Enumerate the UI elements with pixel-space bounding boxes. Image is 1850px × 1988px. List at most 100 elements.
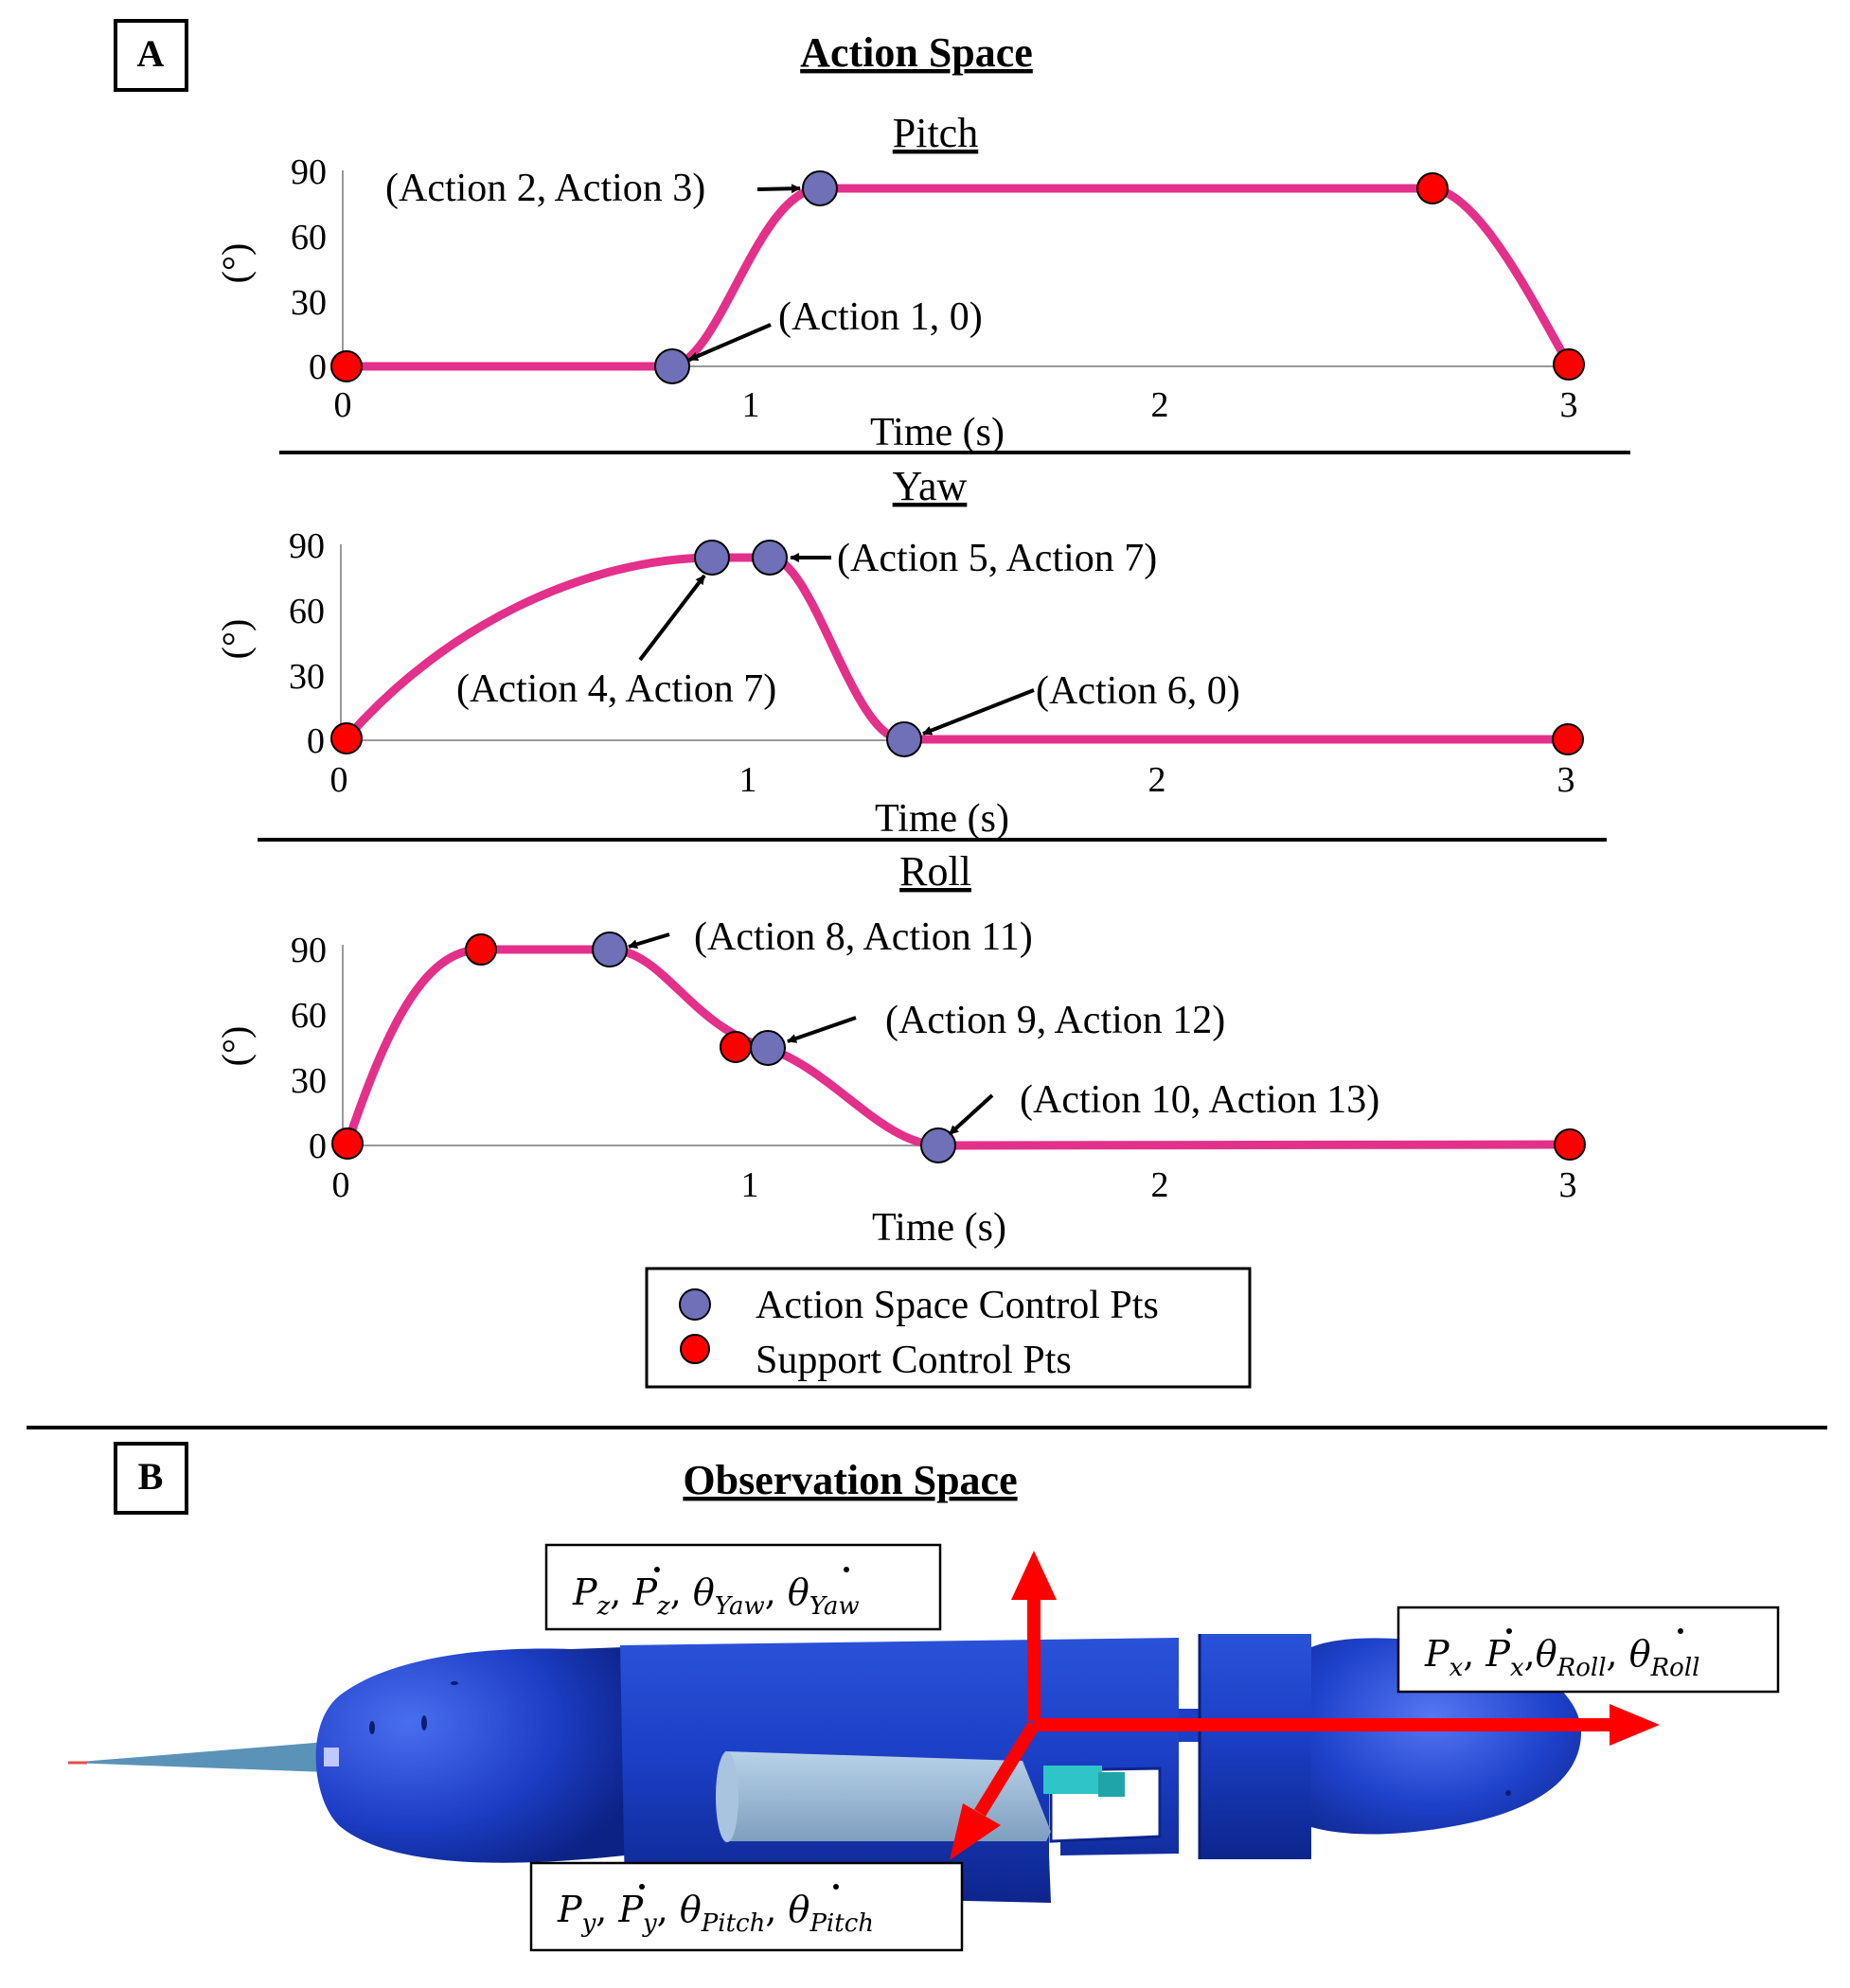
action-control-point [886, 721, 922, 757]
y-tick-label: 30 [289, 657, 325, 697]
aft-section [1200, 1634, 1311, 1859]
chart-title: Roll [899, 848, 971, 895]
nose-port [324, 1748, 339, 1766]
support-control-point [330, 722, 363, 754]
panel-b: B Observation Space [68, 1442, 1780, 1952]
nose-detail [369, 1721, 375, 1734]
support-control-point [1554, 1128, 1586, 1161]
support-control-point [1552, 723, 1584, 755]
annotation-arrow [628, 932, 670, 950]
obs-label-box [544, 1543, 942, 1631]
nose-detail [421, 1715, 427, 1731]
panel-b-label-box [114, 1442, 188, 1515]
x-tick-label: 3 [1557, 760, 1575, 800]
derivative-dot [844, 1567, 849, 1572]
z-axis-arrowhead [1011, 1551, 1057, 1600]
legend-box [645, 1267, 1252, 1389]
obs-label-x: Px, Px,θRoll, θRoll [1396, 1606, 1780, 1694]
annotation-label: (Action 6, 0) [1036, 669, 1240, 713]
annotation-label: (Action 1, 0) [778, 295, 983, 339]
x-tick-label: 3 [1559, 1165, 1577, 1205]
annotation-label: (Action 4, Action 7) [456, 667, 776, 711]
obs-label-z: Pz, Pz, θYaw, θYaw [544, 1543, 942, 1631]
annotation-label: (Action 5, Action 7) [837, 537, 1157, 580]
action-control-point [802, 170, 838, 206]
x-axis-label: Time (s) [872, 1206, 1006, 1250]
body-axes [950, 1551, 1660, 1860]
obs-label-box [529, 1861, 964, 1952]
y-tick-label: 30 [291, 283, 327, 323]
y-tick-label: 90 [291, 931, 327, 970]
x-tick-label: 1 [739, 760, 757, 800]
y-tick-label: 90 [291, 152, 327, 192]
panel-a-label-box [114, 19, 188, 92]
antenna-probe [68, 1742, 327, 1772]
y-tick-label: 90 [289, 526, 325, 566]
sensor-block-small [1098, 1772, 1125, 1797]
annotation-arrow [787, 1016, 857, 1043]
legend-support-label: Support Control Pts [756, 1339, 1072, 1382]
x-tick-label: 1 [742, 385, 760, 425]
panel-a-label: A [137, 32, 165, 75]
y-axis-label: (°) [214, 619, 257, 660]
action-control-point [654, 348, 690, 384]
y-axis-label: (°) [214, 1026, 257, 1067]
y-tick-label: 60 [289, 592, 325, 631]
panel-a: A Action Space Pitch 0 30 60 90 0 1 2 3 … [114, 19, 1630, 1389]
action-control-point [592, 932, 628, 967]
aft-gap [1179, 1638, 1200, 1857]
y-axis-arrowhead [950, 1803, 1001, 1860]
legend: Action Space Control Pts Support Control… [645, 1267, 1252, 1389]
chart-pitch: Pitch 0 30 60 90 0 1 2 3 Time (s) (°) (A… [214, 110, 1585, 454]
x-tick-label: 0 [334, 385, 352, 425]
panel-b-label: B [138, 1455, 164, 1498]
annotation-arrow [922, 688, 1035, 736]
action-control-point [752, 540, 788, 576]
y-tick-label: 0 [309, 347, 327, 387]
yaw-curve [342, 553, 1573, 744]
chart-title: Pitch [893, 110, 978, 156]
x-tick-label: 2 [1151, 1165, 1169, 1205]
y-tick-label: 30 [291, 1061, 327, 1101]
support-control-point [1553, 348, 1585, 381]
support-control-point [330, 350, 363, 382]
y-axis-arrow [974, 1721, 1040, 1817]
x-tick-label: 2 [1148, 760, 1166, 800]
tail-detail [1505, 1790, 1511, 1796]
derivative-dot [1678, 1628, 1683, 1634]
y-tick-label: 60 [291, 218, 327, 257]
y-tick-label: 0 [309, 1127, 327, 1166]
support-control-point [1416, 172, 1449, 204]
x-axis-arrowhead [1610, 1704, 1660, 1746]
legend-support-marker [680, 1334, 710, 1364]
annotation-label: (Action 9, Action 12) [885, 999, 1225, 1042]
obs-label-text: Pz, Pz, θYaw, θYaw [572, 1571, 860, 1621]
legend-action-marker [679, 1288, 711, 1321]
chart-title: Yaw [893, 463, 968, 509]
annotation-arrow [638, 574, 706, 662]
derivative-dot [639, 1884, 645, 1890]
support-control-point [720, 1031, 752, 1063]
x-tick-label: 1 [741, 1165, 759, 1205]
annotation-arrow [756, 184, 801, 194]
nose-section [315, 1647, 625, 1863]
nose-detail [451, 1681, 458, 1685]
action-control-point [750, 1030, 786, 1066]
annotation-label: (Action 2, Action 3) [385, 167, 705, 210]
sensor-block [1043, 1766, 1102, 1794]
y-tick-label: 60 [291, 996, 327, 1036]
annotation-label: (Action 10, Action 13) [1020, 1078, 1379, 1122]
support-control-point [331, 1127, 364, 1160]
annotation-arrow [688, 323, 772, 362]
x-tick-label: 2 [1151, 385, 1169, 425]
roll-curve [343, 945, 1574, 1150]
annotation-arrow [948, 1093, 994, 1136]
derivative-dot [1506, 1628, 1512, 1634]
x-tick-label: 0 [332, 1165, 350, 1205]
obs-label-box [1396, 1606, 1780, 1694]
x-axis-label: Time (s) [875, 797, 1009, 841]
derivative-dot [654, 1567, 660, 1572]
x-tick-label: 0 [330, 760, 348, 800]
chart-roll: Roll 0 30 60 90 0 1 2 3 Time (s) (°) (Ac… [214, 848, 1586, 1250]
